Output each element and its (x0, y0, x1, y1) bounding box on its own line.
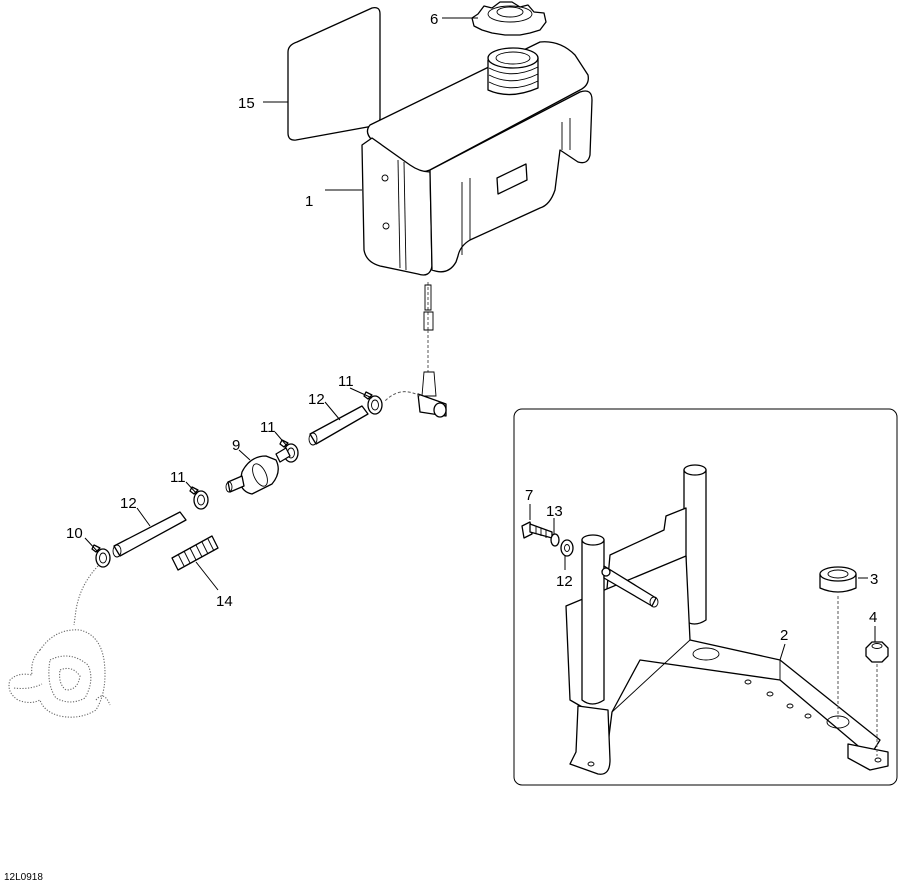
callout-tank: 1 (305, 193, 313, 210)
cap-part (471, 1, 547, 36)
hose-upper-part (308, 405, 369, 446)
fuel-filter-part (225, 447, 291, 495)
callout-clamp-end: 10 (66, 525, 83, 542)
clamp-end-part (91, 544, 111, 568)
callout-grommet: 3 (870, 571, 878, 588)
fuel-tank-part (361, 41, 593, 276)
decal-part (287, 6, 381, 141)
fuel-outlet-part (383, 282, 447, 418)
callout-filter: 9 (232, 437, 240, 454)
bolt-part (521, 521, 553, 539)
callout-decal: 15 (238, 95, 255, 112)
callout-nut: 4 (869, 609, 877, 626)
callout-support: 2 (780, 627, 788, 644)
grommet-part (819, 566, 857, 720)
washer-part (560, 539, 574, 557)
clamp-part (189, 486, 209, 510)
callout-cap: 6 (430, 11, 438, 28)
callout-hose-upper: 12 (308, 391, 325, 408)
callout-clamp-c: 11 (170, 469, 186, 486)
callout-clamp-b: 11 (260, 419, 276, 436)
callout-washer: 12 (556, 573, 573, 590)
callout-spring: 14 (216, 593, 233, 610)
callout-clamp-a: 11 (338, 373, 354, 390)
lock-washer-part (550, 533, 560, 547)
leader-lines (84, 17, 876, 661)
spring-part (171, 535, 219, 571)
clamp-part (363, 391, 383, 415)
callout-bolt: 7 (525, 487, 533, 504)
tank-support-part (565, 464, 889, 775)
inset-frame (513, 408, 898, 786)
hose-lower-part (112, 511, 187, 558)
callout-hose-lower: 12 (120, 495, 137, 512)
carburetor-reference (8, 565, 111, 718)
callout-lock-washer: 13 (546, 503, 563, 520)
drawing-code: 12L0918 (4, 872, 43, 883)
